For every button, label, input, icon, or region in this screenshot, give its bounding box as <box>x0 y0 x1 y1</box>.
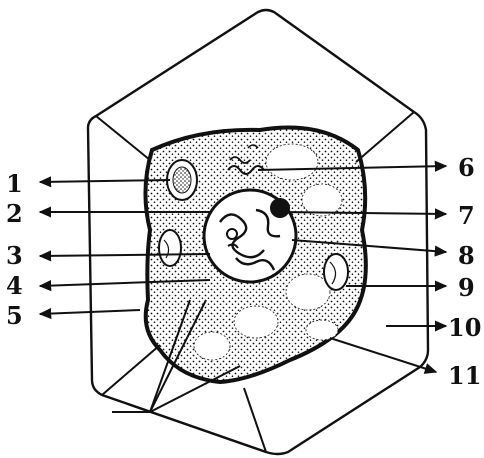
nucleolus <box>270 198 290 218</box>
nucleus <box>204 190 296 282</box>
label-9: 9 <box>458 273 475 302</box>
label-7: 7 <box>458 201 475 230</box>
label-2: 2 <box>6 199 23 228</box>
label-5: 5 <box>6 301 23 330</box>
label-6: 6 <box>458 153 475 182</box>
label-10: 10 <box>448 313 481 342</box>
plastid-left <box>159 230 181 266</box>
label-8: 8 <box>458 241 475 270</box>
plastid-upper <box>167 160 197 200</box>
label-3: 3 <box>6 241 23 270</box>
label-1: 1 <box>6 169 23 198</box>
label-11: 11 <box>448 361 481 390</box>
organelle-right <box>324 254 348 290</box>
label-4: 4 <box>6 271 23 300</box>
